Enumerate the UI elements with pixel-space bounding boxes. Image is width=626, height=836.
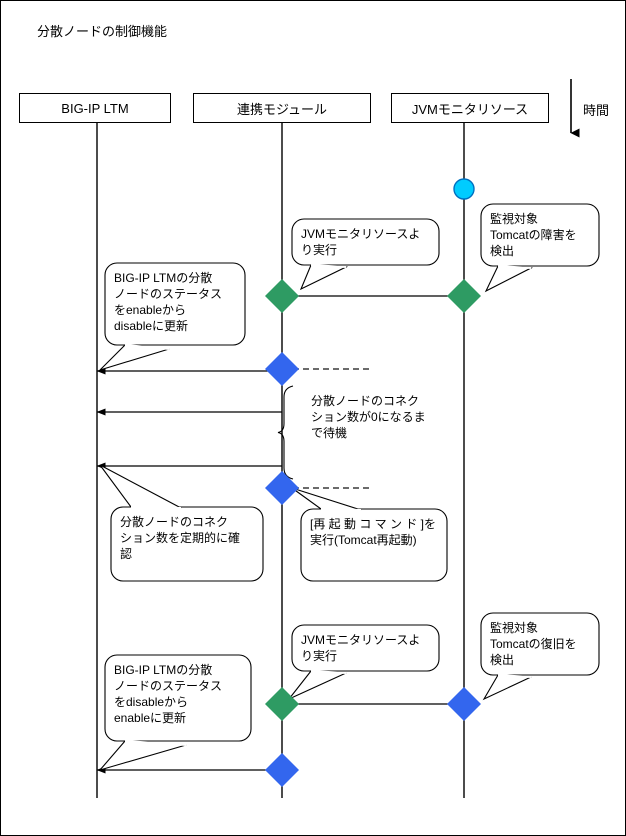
callout-status-enable-to-disable-text: BIG-IP LTMの分散 ノードのステータス をenableから disabl… [114, 271, 223, 333]
callout-connection-check-periodic-tail [99, 464, 182, 509]
callout-connection-check-periodic-tail-seam [130, 506, 182, 509]
callout-restart-command-text: [再 起 動 コ マ ン ド ]を 実行(Tomcat再起動) [310, 517, 437, 547]
callout-jvm-exec-1-tail [299, 264, 349, 291]
callout-tomcat-recovery-detected-box [480, 612, 600, 676]
brace-annotation-text: 分散ノードのコネク ション数が0になるま で待機 [311, 394, 426, 440]
dashed-lines-group [293, 368, 373, 489]
callout-tomcat-failure-detected-tail-seam [497, 265, 532, 269]
callout-tomcat-recovery-detected-tail-seam [497, 674, 532, 678]
lifeline-head-jvm-monitor-resource[interactable]: JVMモニタリソース [391, 93, 549, 123]
callout-jvm-exec-1-tail-seam [310, 264, 347, 268]
marker-module-restart-command[interactable] [265, 471, 299, 505]
callout-jvm-exec-1-box [291, 218, 440, 266]
lifeline-label: BIG-IP LTM [61, 100, 129, 116]
callout-restart-command-tail [291, 487, 362, 511]
lifeline-label: JVMモニタリソース [411, 101, 529, 117]
callout-restart-command-box [300, 508, 448, 582]
callout-status-disable-to-enable-tail [98, 740, 187, 772]
callout-restart-command-tail-seam [320, 508, 362, 511]
page-title: 分散ノードの制御機能 [37, 24, 168, 39]
callout-tomcat-failure-detected-box [480, 203, 600, 267]
message-arrows-group [96, 292, 464, 774]
callout-connection-check-periodic-text: 分散ノードのコネク ション数を定期的に確 認 [120, 515, 241, 561]
callout-tomcat-failure-detected-text: 監視対象 Tomcatの障害を 検出 [490, 212, 577, 258]
callout-status-disable-to-enable-text: BIG-IP LTMの分散 ノードのステータス をdisableから enabl… [114, 663, 223, 725]
callout-status-disable-to-enable-box [104, 654, 252, 742]
lifeline-head-big-ip-ltm[interactable]: BIG-IP LTM [19, 93, 171, 123]
marker-module-receive-recovery[interactable] [265, 687, 299, 721]
marker-module-disable-request[interactable] [265, 352, 299, 386]
lifeline-lines-group [96, 123, 465, 798]
callout-shapes-group [98, 203, 600, 772]
callout-tomcat-failure-detected-tail [484, 265, 534, 293]
marker-jvm-recovery[interactable] [447, 687, 481, 721]
callout-jvm-exec-2-tail-seam [310, 670, 347, 674]
callout-jvm-exec-1-text: JVMモニタリソースよ り実行 [301, 227, 421, 257]
marker-module-receive-failure[interactable] [265, 279, 299, 313]
lifeline-label: 連携モジュール [236, 101, 328, 117]
marker-jvm-failure[interactable] [447, 279, 481, 313]
callout-status-disable-to-enable-tail-seam [124, 740, 187, 746]
callout-tomcat-recovery-detected-tail [482, 674, 532, 701]
lifeline-head-renkei-module[interactable]: 連携モジュール [193, 93, 371, 123]
marker-jvm-start[interactable] [453, 178, 475, 200]
marker-module-enable-request[interactable] [265, 753, 299, 787]
callout-tomcat-recovery-detected-text: 監視対象 Tomcatの復旧を 検出 [490, 621, 577, 667]
brace-wait-connections-zero-brace [277, 385, 294, 480]
brace-group [277, 385, 294, 480]
callout-jvm-exec-2-box [291, 624, 440, 672]
callout-connection-check-periodic-box [110, 506, 264, 582]
callout-jvm-exec-2-text: JVMモニタリソースよ り実行 [301, 633, 421, 663]
time-axis-label: 時間 [583, 103, 610, 118]
callout-jvm-exec-2-tail [288, 670, 347, 700]
markers-group [265, 178, 481, 787]
callout-status-enable-to-disable-box [104, 262, 246, 346]
callout-status-enable-to-disable-tail-seam [124, 344, 170, 350]
